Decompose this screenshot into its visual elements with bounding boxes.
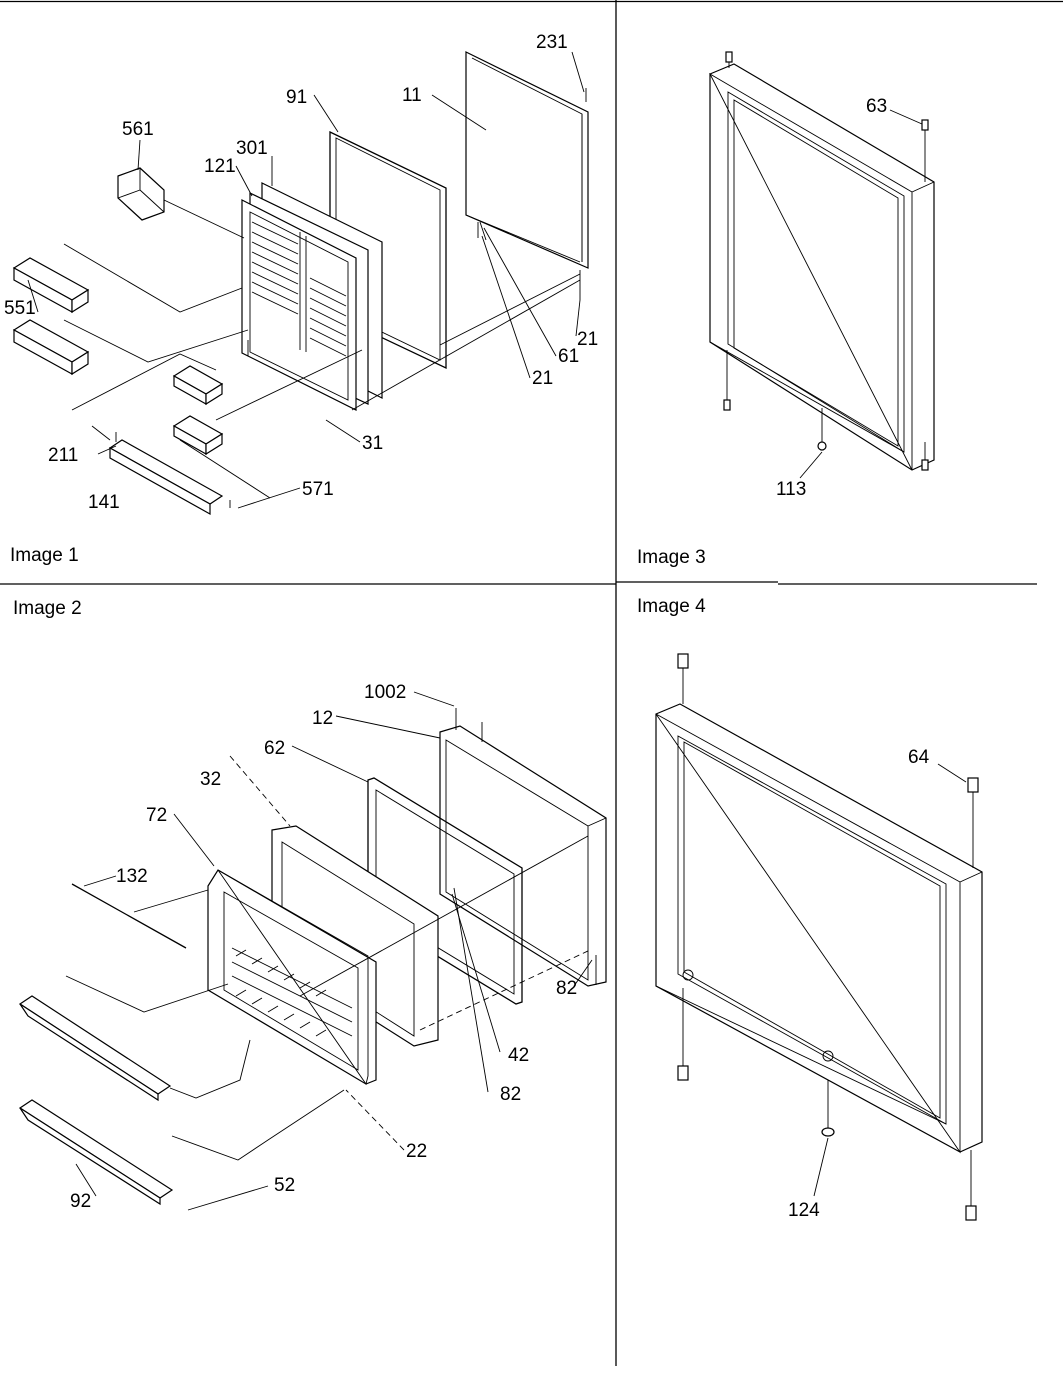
- door-bins-part-551: [12, 257, 90, 376]
- callout-1002: 1002: [364, 682, 406, 703]
- panel-caption-image-1: Image 1: [10, 545, 79, 566]
- door-shelf-part-141: [108, 432, 231, 516]
- assembly-lines-image-1: [63, 199, 581, 499]
- door-shelves-part-92: [18, 995, 174, 1206]
- callouts-image-2: 1002 12 62 32 72 132 82 42 82 22 52 92: [70, 682, 577, 1212]
- callouts-image-1: 231 91 11 561 301 121 551 61 21 21 31 21…: [4, 32, 598, 513]
- callout-91: 91: [286, 87, 307, 108]
- callout-571: 571: [302, 479, 334, 500]
- callout-231: 231: [536, 32, 568, 53]
- panel-caption-image-2: Image 2: [13, 598, 82, 619]
- small-bins-part-571: [172, 365, 224, 456]
- leader-lines-image-2: [75, 691, 593, 1211]
- callout-11: 11: [402, 85, 422, 106]
- shelf-bar-part-132: [71, 883, 187, 949]
- callout-63: 63: [866, 96, 887, 117]
- panel-caption-image-3: Image 3: [637, 547, 706, 568]
- callout-32: 32: [200, 769, 221, 790]
- callout-42: 42: [508, 1045, 529, 1066]
- callout-211: 211: [48, 445, 78, 466]
- callout-31: 31: [362, 433, 383, 454]
- callout-21-left: 21: [532, 368, 553, 389]
- callout-301: 301: [236, 138, 268, 159]
- callout-92: 92: [70, 1191, 91, 1212]
- callout-64: 64: [908, 747, 930, 768]
- callout-62: 62: [264, 738, 285, 759]
- callout-12: 12: [312, 708, 333, 729]
- image-2-freezer-door-exploded: 1002 12 62 32 72 132 82 42 82 22 52 92: [18, 682, 607, 1212]
- callout-121: 121: [204, 156, 236, 177]
- callout-551: 551: [4, 298, 36, 319]
- callout-52: 52: [274, 1175, 295, 1196]
- image-3-door-frame: 63 113: [708, 51, 935, 500]
- door-liner-parts-301-121: [241, 182, 383, 411]
- assembly-lines-image-2: [65, 835, 591, 1161]
- callout-113: 113: [776, 479, 806, 500]
- frame-bumpers-image-4: [677, 653, 979, 1221]
- door-inner-liner-parts-72-22: [207, 869, 377, 1086]
- callout-124: 124: [788, 1200, 820, 1221]
- callout-132: 132: [116, 866, 148, 887]
- door-outer-panel-part-12: [439, 708, 607, 987]
- callout-141: 141: [88, 492, 120, 513]
- frame-screws-image-3: [723, 51, 929, 471]
- callout-61: 61: [558, 346, 579, 367]
- panel-caption-image-4: Image 4: [637, 596, 706, 617]
- callout-561: 561: [122, 119, 154, 140]
- callout-22: 22: [406, 1141, 427, 1162]
- image-4-door-frame: 64 124: [655, 653, 983, 1221]
- image-1-fridge-door-exploded: 231 91 11 561 301 121 551 61 21 21 31 21…: [4, 32, 598, 516]
- callout-72: 72: [146, 805, 167, 826]
- callout-21-right: 21: [577, 329, 598, 350]
- door-outer-panel-part-11: [465, 51, 589, 300]
- callout-82-lower: 82: [500, 1084, 521, 1105]
- dairy-compartment-door-part-561: [117, 167, 165, 221]
- leader-lines-image-1: [27, 51, 585, 509]
- callout-82-right: 82: [556, 978, 577, 999]
